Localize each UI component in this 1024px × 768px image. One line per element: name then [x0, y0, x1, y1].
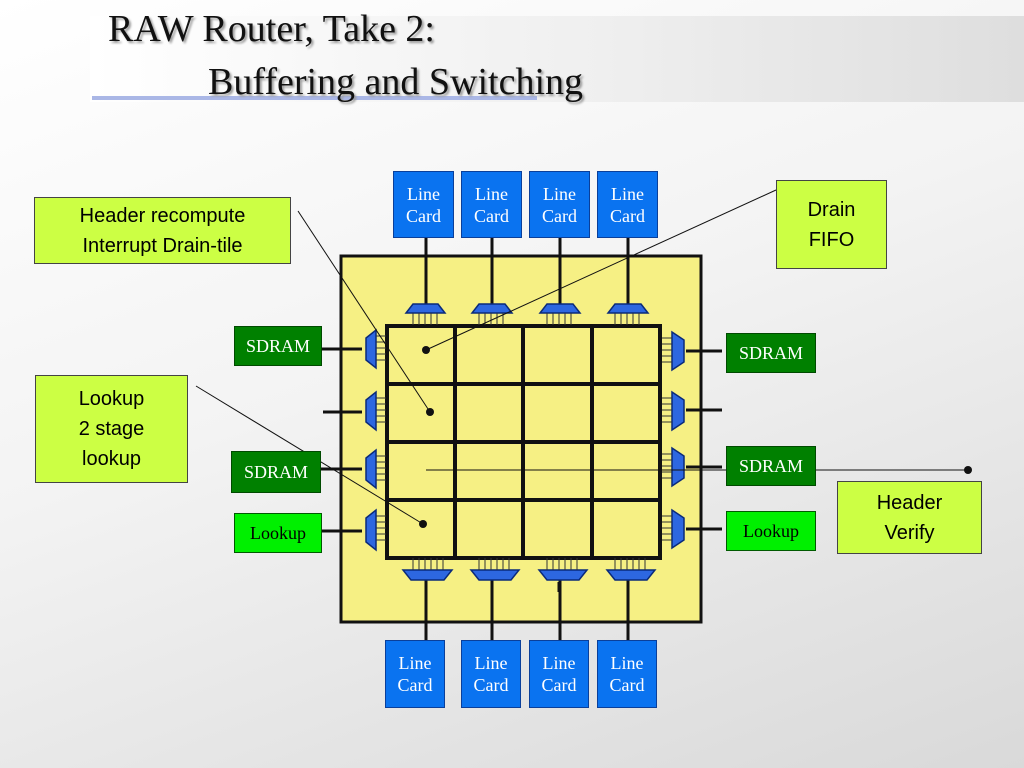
- line-card-top-3: Line Card: [529, 171, 590, 238]
- sdram-left-top: SDRAM: [234, 326, 322, 366]
- line-card-label-line2: Card: [609, 675, 645, 695]
- line-card-label-line2: Card: [541, 675, 577, 695]
- callout-header-recompute-line2: Interrupt Drain-tile: [82, 234, 243, 257]
- tile-grid: [385, 324, 662, 560]
- line-card-label-line2: Card: [397, 675, 433, 695]
- line-card-label-line2: Card: [474, 205, 509, 226]
- title-underline: [92, 96, 537, 100]
- line-card-label-line1: Line: [611, 183, 644, 204]
- slide-title-line-2: Buffering and Switching: [208, 61, 584, 103]
- line-card-label-line1: Line: [474, 653, 508, 673]
- callout-header-recompute: Header recompute Interrupt Drain-tile: [34, 197, 291, 264]
- line-card-label-line2: Card: [542, 205, 577, 226]
- line-card-label-line1: Line: [407, 183, 440, 204]
- line-card-label-line1: Line: [475, 183, 508, 204]
- callout-lookup: Lookup 2 stage lookup: [35, 375, 188, 483]
- connector-pins: [376, 313, 672, 570]
- sdram-label: SDRAM: [738, 455, 804, 476]
- line-card-label-line1: Line: [610, 653, 644, 673]
- sdram-label: SDRAM: [245, 335, 311, 356]
- line-card-top-2: Line Card: [461, 171, 522, 238]
- line-card-bottom-4: Line Card: [597, 640, 657, 708]
- callout-drain-fifo-line2: FIFO: [808, 228, 855, 251]
- sdram-label: SDRAM: [738, 342, 804, 363]
- line-card-bottom-3: Line Card: [529, 640, 589, 708]
- line-card-label-line1: Line: [543, 183, 576, 204]
- line-card-label-line2: Card: [406, 205, 441, 226]
- title-band: [90, 16, 1024, 102]
- line-card-label-line1: Line: [398, 653, 432, 673]
- callout-header-verify-line2: Verify: [884, 521, 935, 544]
- lookup-memory-right: Lookup: [726, 511, 816, 551]
- wires: [318, 238, 722, 640]
- leader-dots: [419, 346, 972, 528]
- callout-header-verify-line1: Header: [876, 491, 943, 514]
- sdram-right-bottom: SDRAM: [726, 446, 816, 486]
- line-card-label-line2: Card: [610, 205, 645, 226]
- lookup-memory-label: Lookup: [743, 520, 799, 541]
- sdram-left-bottom: SDRAM: [231, 451, 321, 493]
- line-card-bottom-1: Line Card: [385, 640, 445, 708]
- sdram-right-top: SDRAM: [726, 333, 816, 373]
- callout-drain-fifo: Drain FIFO: [776, 180, 887, 269]
- line-card-bottom-2: Line Card: [461, 640, 521, 708]
- callout-lookup-line2: 2 stage: [78, 418, 145, 440]
- line-card-label-line1: Line: [542, 653, 576, 673]
- lookup-memory-label: Lookup: [250, 522, 306, 543]
- callout-drain-fifo-line1: Drain: [807, 198, 856, 221]
- line-card-top-1: Line Card: [393, 171, 454, 238]
- callout-header-verify: Header Verify: [837, 481, 982, 554]
- callout-lookup-line1: Lookup: [78, 388, 145, 410]
- port-connectors: [365, 303, 685, 581]
- line-card-label-line2: Card: [473, 675, 509, 695]
- sdram-label: SDRAM: [243, 461, 309, 482]
- callout-lookup-line3: lookup: [82, 448, 141, 470]
- callout-header-recompute-line1: Header recompute: [79, 204, 246, 227]
- lookup-memory-left: Lookup: [234, 513, 322, 553]
- line-card-top-4: Line Card: [597, 171, 658, 238]
- slide-title-line-1: RAW Router, Take 2:: [108, 8, 435, 50]
